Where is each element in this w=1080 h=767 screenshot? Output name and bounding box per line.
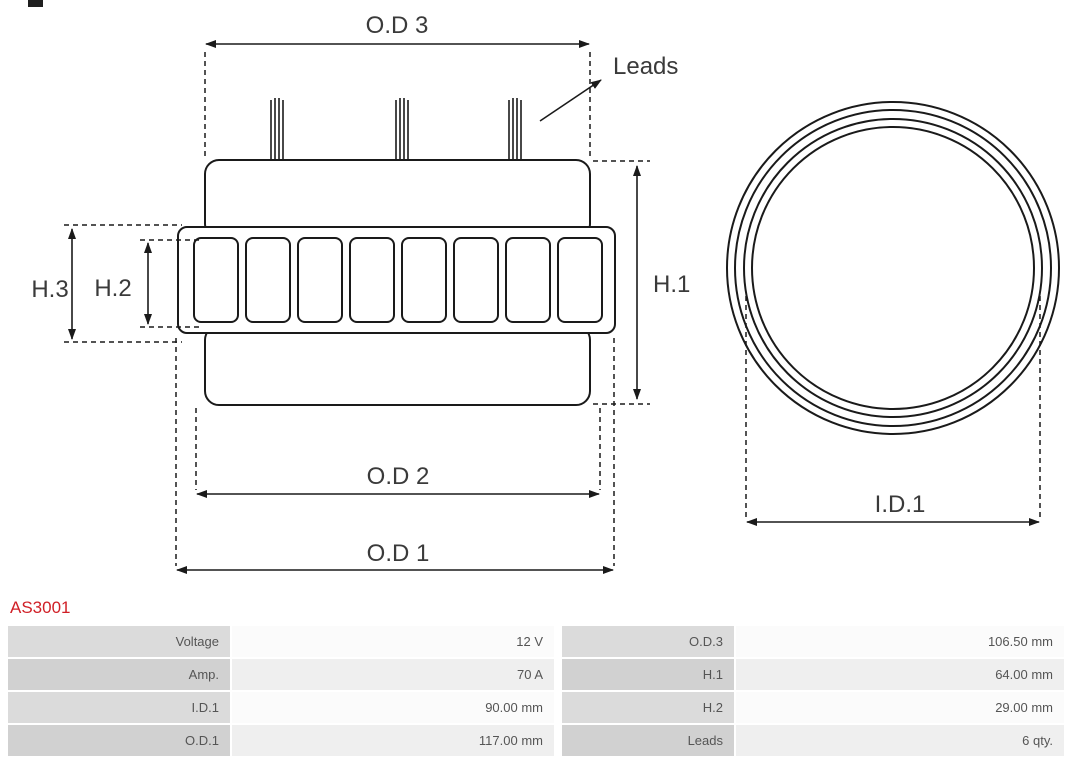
table-row: Voltage 12 V O.D.3 106.50 mm [8, 626, 1080, 657]
spec-value: 64.00 mm [736, 659, 1064, 690]
dimension-h3 [64, 224, 182, 343]
label-od3: O.D 3 [366, 12, 429, 39]
leads-wires [270, 98, 522, 160]
spec-value: 90.00 mm [232, 692, 554, 723]
spec-value: 117.00 mm [232, 725, 554, 756]
spec-label: H.1 [562, 659, 734, 690]
spec-label: Voltage [8, 626, 230, 657]
dimension-od3 [204, 40, 591, 156]
spec-label: O.D.1 [8, 725, 230, 756]
side-view-body [177, 159, 616, 406]
spec-value: 12 V [232, 626, 554, 657]
corner-logo-fragment [28, 0, 43, 7]
table-row: Amp. 70 A H.1 64.00 mm [8, 659, 1080, 690]
spec-label: I.D.1 [8, 692, 230, 723]
spec-label: Leads [562, 725, 734, 756]
label-h1: H.1 [653, 271, 690, 298]
label-od1: O.D 1 [367, 540, 430, 567]
stator-technical-drawing: O.D 3 Leads H.1 H.3 H.2 O.D 2 O.D 1 I.D.… [31, 12, 1060, 574]
table-row: O.D.1 117.00 mm Leads 6 qty. [8, 725, 1080, 756]
leads-pointer-arrow [539, 79, 602, 122]
dimension-od1 [175, 338, 615, 574]
label-id1: I.D.1 [875, 491, 926, 518]
dimension-id1 [745, 296, 1041, 526]
spec-label: H.2 [562, 692, 734, 723]
dimension-h1 [593, 160, 650, 405]
label-h3: H.3 [31, 276, 68, 303]
front-view-rings [726, 101, 1060, 435]
part-number: AS3001 [10, 598, 71, 617]
core-lamination-slots [193, 237, 603, 323]
spec-value: 70 A [232, 659, 554, 690]
dimension-labels: O.D 3 Leads H.1 H.3 H.2 O.D 2 O.D 1 I.D.… [31, 12, 925, 567]
spec-value: 106.50 mm [736, 626, 1064, 657]
spec-label: O.D.3 [562, 626, 734, 657]
table-row: I.D.1 90.00 mm H.2 29.00 mm [8, 692, 1080, 723]
stator-diagram-svg: O.D 3 Leads H.1 H.3 H.2 O.D 2 O.D 1 I.D.… [31, 12, 1060, 574]
spec-value: 29.00 mm [736, 692, 1064, 723]
spec-label: Amp. [8, 659, 230, 690]
dimension-h2 [140, 239, 200, 328]
spec-table: Voltage 12 V O.D.3 106.50 mm Amp. 70 A H… [8, 626, 1080, 756]
label-od2: O.D 2 [367, 463, 430, 490]
label-leads: Leads [613, 53, 678, 80]
spec-value: 6 qty. [736, 725, 1064, 756]
dimension-od2 [195, 408, 601, 498]
label-h2: H.2 [94, 275, 131, 302]
